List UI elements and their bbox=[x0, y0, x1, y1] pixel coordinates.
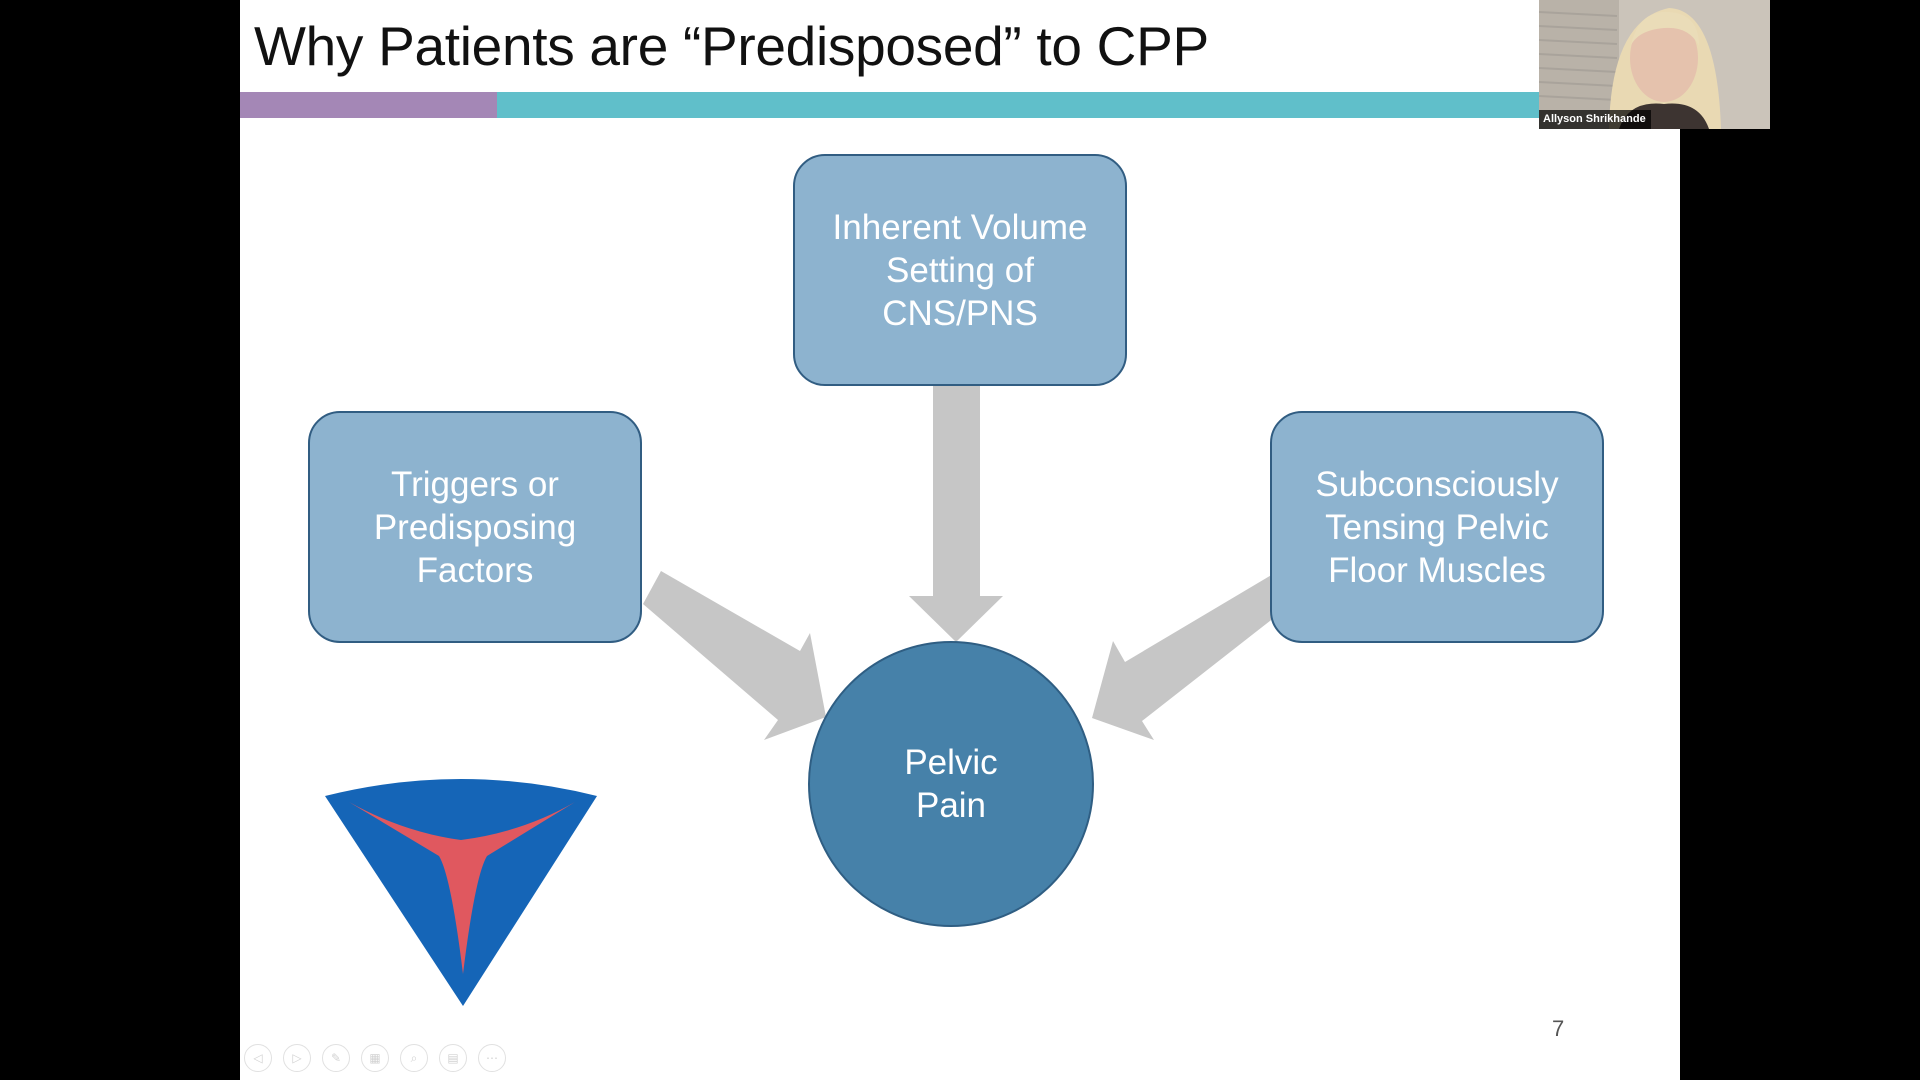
triggers-box: Triggers or Predisposing Factors bbox=[308, 411, 642, 643]
diagram-arrows bbox=[643, 386, 1289, 740]
subtitles-icon[interactable]: ▤ bbox=[439, 1044, 467, 1072]
next-icon[interactable]: ▷ bbox=[283, 1044, 311, 1072]
accent-bar-purple bbox=[240, 92, 497, 118]
slides-icon[interactable]: ▦ bbox=[361, 1044, 389, 1072]
slide-title: Why Patients are “Predisposed” to CPP bbox=[254, 15, 1209, 77]
arrow-down bbox=[909, 386, 1003, 642]
presentation-toolbar: ◁ ▷ ✎ ▦ ⌕ ▤ ⋯ bbox=[244, 1044, 506, 1072]
participant-video-tile[interactable]: Allyson Shrikhande bbox=[1539, 0, 1770, 129]
logo-icon bbox=[325, 779, 597, 1006]
accent-bar-teal bbox=[497, 92, 1680, 118]
pen-icon[interactable]: ✎ bbox=[322, 1044, 350, 1072]
arrow-left-diagonal bbox=[643, 571, 826, 740]
page-number: 7 bbox=[1552, 1016, 1565, 1041]
pelvic-pain-label: Pelvic Pain bbox=[904, 743, 998, 825]
more-icon[interactable]: ⋯ bbox=[478, 1044, 506, 1072]
pelvic-floor-box: Subconsciously Tensing Pelvic Floor Musc… bbox=[1270, 411, 1604, 643]
arrow-right-diagonal bbox=[1092, 574, 1289, 740]
pelvic-pain-circle: Pelvic Pain bbox=[808, 641, 1094, 927]
volume-setting-box: Inherent Volume Setting of CNS/PNS bbox=[793, 154, 1127, 386]
previous-icon[interactable]: ◁ bbox=[244, 1044, 272, 1072]
participant-name: Allyson Shrikhande bbox=[1539, 110, 1651, 129]
presentation-slide: Why Patients are “Predisposed” to CPP In… bbox=[240, 0, 1680, 1080]
zoom-icon[interactable]: ⌕ bbox=[400, 1044, 428, 1072]
participant-video-frame bbox=[1539, 0, 1770, 129]
